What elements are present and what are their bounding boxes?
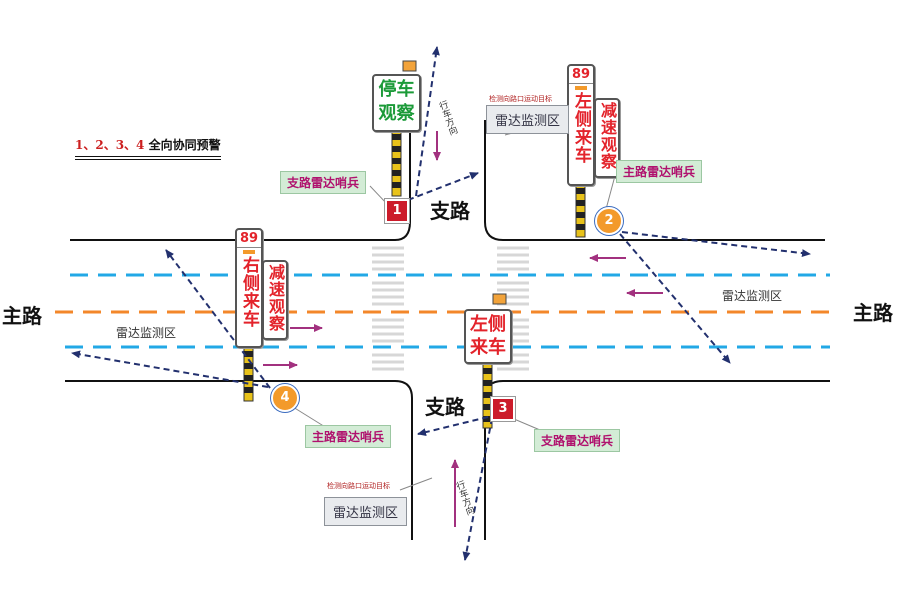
- road-edges: [65, 95, 830, 540]
- callout-main-sentinel-4: 主路雷达哨兵: [305, 425, 392, 448]
- marker-1: 1: [385, 199, 409, 223]
- sign-slow-observe-tr-text: 减速观察: [598, 102, 617, 170]
- sign-bottom-line2: 来车: [470, 337, 506, 358]
- marker-4: 4: [271, 384, 299, 412]
- branch-road-label-bottom: 支路: [425, 395, 465, 419]
- arrows-purple: [263, 131, 663, 527]
- sign-speed-value: 89: [569, 66, 593, 84]
- callout-main-sentinel-2: 主路雷达哨兵: [616, 160, 703, 183]
- sign-left-approach: 89 左侧来车: [567, 64, 595, 186]
- radar-zone-box-top: 雷达监测区: [486, 105, 570, 134]
- edge-bottom-left: [65, 380, 413, 540]
- arrow-sign1-right: [407, 172, 479, 201]
- sign-left-approach-text: 左侧来车: [571, 92, 591, 164]
- crosswalk-left: [372, 246, 404, 371]
- radar-zone-label-right: 雷达监测区: [722, 289, 783, 303]
- arrow-sign4-up: [165, 249, 271, 389]
- radar-zone-label-left: 雷达监测区: [116, 326, 177, 340]
- radar-lamps: [402, 60, 507, 305]
- arrow-sign2-down: [619, 233, 731, 364]
- arrow-sign3-left: [417, 416, 489, 436]
- sign-left-approach-bottom: 左侧 来车: [464, 309, 512, 364]
- marker-2: 2: [595, 207, 623, 235]
- sign-slow-observe-left-text: 减速观察: [266, 264, 285, 332]
- branch-road-label-top: 支路: [430, 199, 470, 223]
- header-numbers: 1、2、3、4: [75, 138, 145, 152]
- sign-right-approach: 89 右侧来车: [235, 228, 263, 348]
- callout-branch-sentinel-3: 支路雷达哨兵: [534, 429, 621, 452]
- poles: [243, 127, 586, 429]
- arrow-sign1-up: [415, 46, 440, 197]
- sign-slow-observe-tr: 减速观察: [594, 98, 620, 178]
- callout-branch-sentinel-1: 支路雷达哨兵: [280, 171, 367, 194]
- detect-label-bottom: 检测向路口运动目标: [327, 482, 390, 490]
- main-road-label-right: 主路: [853, 301, 893, 325]
- main-road-label-left: 主路: [2, 304, 42, 328]
- arrow-sign2-right: [621, 231, 811, 258]
- edge-top-right: [484, 120, 825, 241]
- edge-bottom-right: [484, 380, 830, 540]
- marker-3: 3: [491, 397, 515, 421]
- detect-label-top: 检测向路口运动目标: [489, 95, 552, 103]
- arrows-blue: [71, 46, 811, 561]
- arrow-sign4-left: [71, 350, 269, 388]
- radar-zone-box-bottom: 雷达监测区: [324, 497, 408, 526]
- edge-top-left: [70, 95, 411, 241]
- sign-speed-value-left: 89: [237, 230, 261, 248]
- sign-bottom-line1: 左侧: [470, 314, 506, 335]
- sign-stop-line1: 停车: [378, 79, 415, 100]
- sign-stop-line2: 观察: [378, 103, 415, 124]
- sign-stop-observe: 停车 观察: [372, 74, 421, 132]
- sign-slow-observe-left: 减速观察: [262, 260, 288, 340]
- sign-right-approach-text: 右侧来车: [239, 256, 259, 328]
- header-text: 全向协同预警: [148, 138, 221, 152]
- arrow-sign3-down: [462, 417, 493, 561]
- header-title: 1、2、3、4 全向协同预警: [75, 136, 221, 160]
